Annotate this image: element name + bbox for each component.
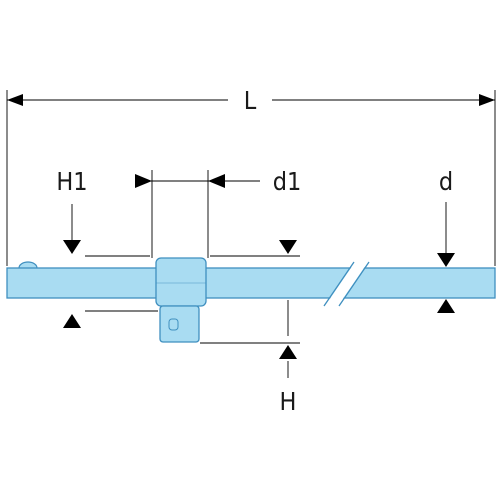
- arrow-H1-down: [63, 240, 81, 254]
- arrow-left: [7, 94, 23, 106]
- dimension-H1: H1: [56, 167, 158, 328]
- label-H1: H1: [56, 167, 87, 196]
- arrow-d1-left: [135, 174, 152, 188]
- head-block: [155, 257, 207, 307]
- double-slash-break-icon: [323, 261, 370, 307]
- arrow-d1-right: [208, 174, 225, 188]
- arrow-d-up: [437, 299, 455, 313]
- sliding-bar: [6, 261, 496, 299]
- bar-body: [6, 267, 496, 299]
- square-drive: [159, 305, 200, 343]
- dimension-H: H: [200, 240, 300, 416]
- label-H: H: [280, 387, 297, 416]
- dimension-L: L: [6, 86, 496, 266]
- dimension-d: d: [437, 167, 455, 313]
- arrow-right: [479, 94, 495, 106]
- arrow-H-down: [279, 240, 297, 254]
- dimension-d1: d1: [135, 167, 301, 258]
- square-drive-body: [159, 305, 200, 343]
- detent-ball-icon: [168, 318, 179, 331]
- label-d1: d1: [273, 167, 302, 196]
- arrow-H1-up: [63, 314, 81, 328]
- label-d: d: [439, 167, 453, 196]
- sliding-head: [155, 257, 207, 307]
- label-L: L: [244, 86, 257, 115]
- arrow-d-down: [437, 253, 455, 267]
- arrow-H-up: [279, 345, 297, 359]
